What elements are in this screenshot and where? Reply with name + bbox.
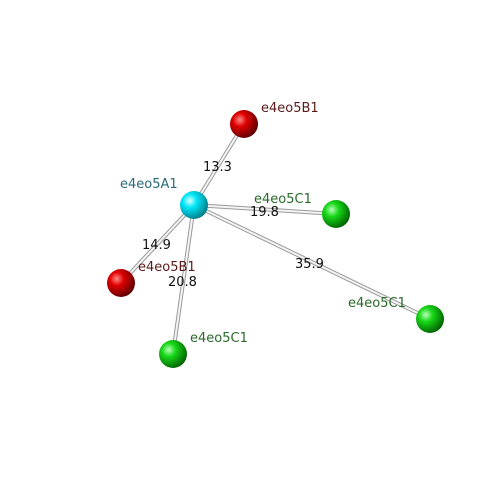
bond-red_left [119, 203, 196, 285]
node-center[interactable] [180, 191, 208, 219]
bond-layer [119, 122, 432, 356]
node-red-top[interactable] [230, 110, 258, 138]
node-green-right[interactable] [416, 305, 444, 333]
node-label-red-top: e4eo5B1 [261, 101, 319, 116]
distance-label-green_bottom: 20.8 [168, 275, 197, 290]
bond-green_bottom [171, 203, 196, 356]
node-label-green-mid: e4eo5C1 [254, 192, 312, 207]
node-green-bottom[interactable] [159, 340, 187, 368]
node-red-left[interactable] [107, 269, 135, 297]
bond-green_mid [192, 203, 338, 216]
node-label-green-right: e4eo5C1 [348, 296, 406, 311]
node-label-center: e4eo5A1 [120, 177, 178, 192]
distance-label-red_top: 13.3 [203, 160, 232, 175]
node-layer [107, 110, 444, 368]
node-label-green-bottom: e4eo5C1 [190, 331, 248, 346]
node-green-mid[interactable] [322, 200, 350, 228]
distance-label-green_mid: 19.8 [250, 205, 279, 220]
bond-red_top [192, 122, 246, 207]
label-layer: 13.3 14.9 19.8 20.8 35.9 e4eo5A1 e4eo5B1 e4eo5B… [120, 101, 406, 346]
node-label-red-left: e4eo5B1 [138, 260, 196, 275]
distance-label-green_right: 35.9 [295, 257, 324, 272]
distance-label-red_left: 14.9 [142, 238, 171, 253]
bond-green_right [192, 203, 432, 321]
